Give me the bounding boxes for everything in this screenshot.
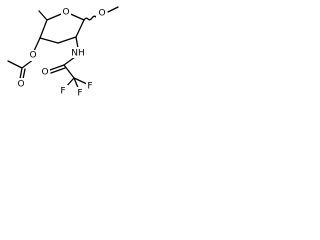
bond-amide-c-o-b <box>50 67 66 74</box>
bond-c1-methoxy-o-wavy <box>83 15 97 21</box>
amide-carbonyl-oxygen-label: O <box>41 68 48 78</box>
amide-nitrogen-label: NH <box>71 49 85 59</box>
fluorine-2-label: F <box>87 82 92 92</box>
fluorine-1-label: F <box>60 87 65 97</box>
bond-c5-methyl <box>38 10 48 21</box>
chemical-structure-diagram: O O O O NH O F F F <box>7 6 119 99</box>
bond-c1-c2 <box>75 19 85 38</box>
ring-oxygen-label: O <box>62 8 69 18</box>
bond-c3-c4 <box>39 37 59 44</box>
bond-c2-n <box>75 36 79 49</box>
bond-c4-ester-o <box>33 37 41 52</box>
bond-amide-c-o-a <box>49 64 65 71</box>
bond-carbonyl-c-o-b <box>22 68 26 80</box>
fluorine-3-label: F <box>77 89 82 99</box>
bond-amide-c-cf3 <box>63 64 75 79</box>
bond-carbonyl-c-methyl <box>7 60 23 69</box>
bond-carbonyl-c-o-a <box>19 67 23 80</box>
methoxy-oxygen-label: O <box>98 9 105 19</box>
bond-cf3-f2 <box>73 77 88 85</box>
bond-methoxy-o-methyl <box>107 6 119 13</box>
ester-carbonyl-oxygen-label: O <box>17 80 24 90</box>
bond-c4-c5 <box>39 19 48 39</box>
bond-c2-c3 <box>57 36 77 44</box>
bond-n-carbonyl-c <box>63 56 76 66</box>
ester-oxygen-label: O <box>29 51 36 61</box>
